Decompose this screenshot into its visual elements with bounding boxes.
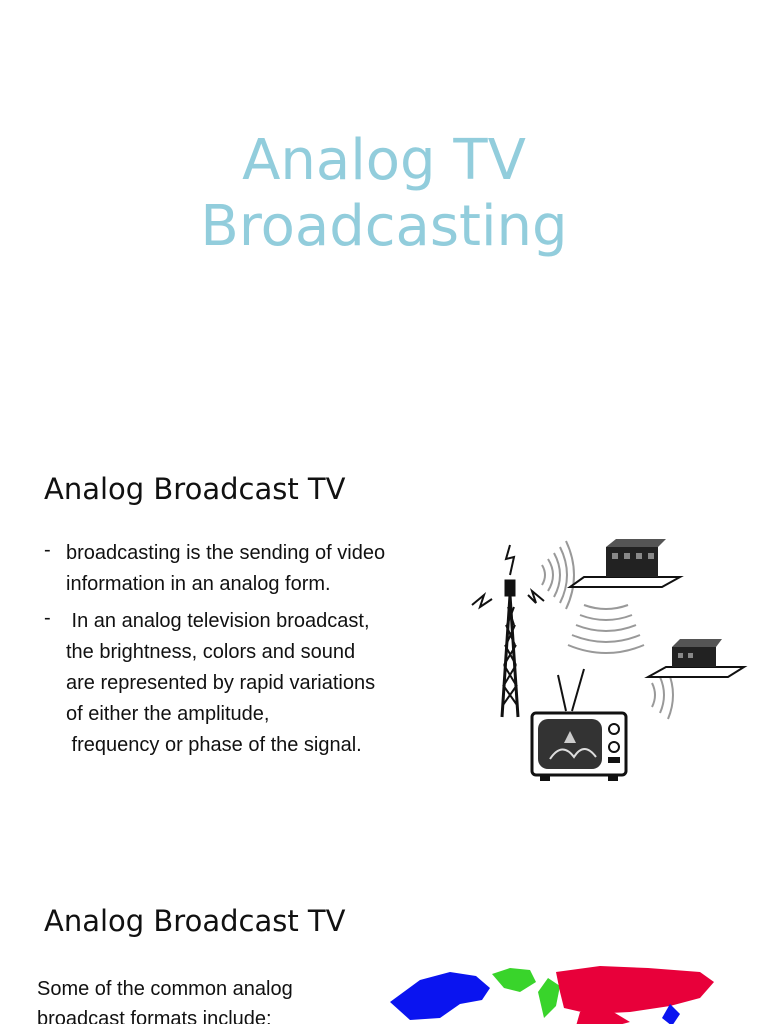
bullet-line: broadcasting is the sending of video (66, 542, 386, 564)
intro-text: Some of the common analog broadcast form… (37, 974, 357, 1024)
bullet-item: - broadcasting is the sending of video i… (44, 538, 454, 600)
bullet-dash: - (44, 539, 51, 561)
content-slide-1: Analog Broadcast TV - broadcasting is th… (0, 420, 768, 890)
bullet-line: information in an analog form. (66, 573, 331, 595)
slide-heading: Analog Broadcast TV (44, 472, 346, 506)
bullet-line: frequency or phase of the signal. (66, 734, 362, 756)
radio-tower-icon (471, 544, 545, 718)
tv-broadcast-illustration (471, 539, 748, 781)
bullet-line: the brightness, colors and sound (66, 641, 356, 663)
slide-title-line-1: Analog TV (242, 128, 526, 193)
content-slide-2: Analog Broadcast TV Some of the common a… (0, 890, 768, 1024)
bullet-list: - broadcasting is the sending of video i… (44, 538, 454, 761)
bullet-dash: - (44, 607, 51, 629)
building-icon (566, 539, 684, 588)
intro-line: broadcast formats include: (37, 1008, 272, 1024)
bullet-line: are represented by rapid variations (66, 672, 376, 694)
signal-waves-icon (541, 540, 674, 720)
bullet-item: - In an analog television broadcast, the… (44, 606, 454, 761)
slide-title-line-2: Broadcasting (200, 194, 568, 259)
slide-title: Analog TV Broadcasting (0, 128, 768, 260)
slide-heading: Analog Broadcast TV (44, 904, 346, 938)
television-icon (530, 668, 628, 781)
intro-line: Some of the common analog (37, 978, 293, 1000)
building-icon (644, 639, 748, 678)
bullet-line: In an analog television broadcast, (66, 610, 370, 632)
world-broadcast-format-map (390, 966, 714, 1024)
bullet-line: of either the amplitude, (66, 703, 270, 725)
title-slide: Analog TV Broadcasting (0, 0, 768, 420)
